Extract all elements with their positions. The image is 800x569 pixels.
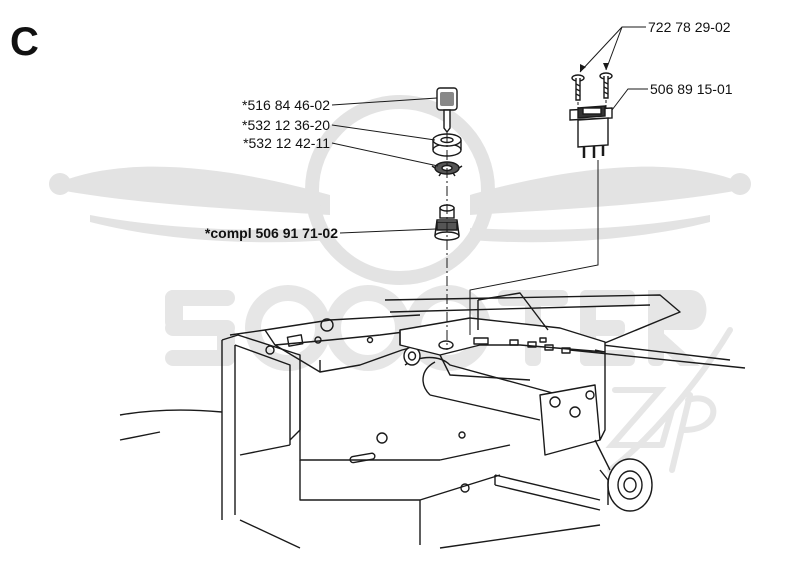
toggle-switch	[569, 105, 613, 158]
label-washer-text: *532 12 42-11	[243, 135, 330, 151]
section-letter: C	[10, 20, 39, 64]
ignition-key	[436, 87, 458, 134]
mounting-screws	[571, 72, 613, 101]
label-ignition-text: *compl 506 91 71-02	[204, 225, 338, 241]
leader-lines	[331, 26, 648, 234]
leader-arrows	[580, 63, 609, 72]
label-key: *516 84 46-02	[242, 98, 330, 112]
label-nut-text: *532 12 36-20	[242, 117, 330, 133]
mounting-frame	[119, 292, 746, 549]
label-washer: *532 12 42-11	[243, 136, 330, 150]
label-switch: 506 89 15-01	[650, 82, 733, 96]
label-key-text: *516 84 46-02	[242, 97, 330, 113]
label-screws: 722 78 29-02	[648, 20, 731, 34]
switch-position-line	[469, 160, 599, 335]
label-switch-text: 506 89 15-01	[650, 81, 733, 97]
label-screws-text: 722 78 29-02	[648, 19, 731, 35]
label-ignition: *compl 506 91 71-02	[205, 226, 338, 240]
watermark-logo	[49, 95, 751, 473]
label-nut: *532 12 36-20	[242, 118, 330, 132]
